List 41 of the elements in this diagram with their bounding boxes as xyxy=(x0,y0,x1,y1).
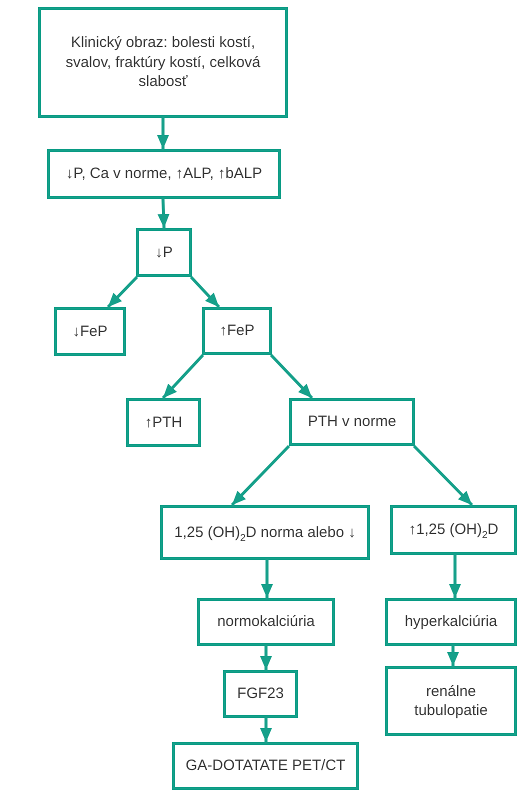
process-box xyxy=(385,666,517,736)
arrow xyxy=(190,276,220,308)
process-box xyxy=(202,307,272,355)
box-text: ↑FeP xyxy=(219,321,254,341)
process-box xyxy=(38,7,288,118)
arrow xyxy=(260,718,272,742)
process-box xyxy=(197,598,335,646)
process-box xyxy=(126,398,201,447)
arrow xyxy=(270,354,314,400)
arrow xyxy=(260,646,272,670)
box-text: Klinický obraz: bolesti kostí, svalov, fraktúry kostí, celková slabosť xyxy=(64,33,262,92)
box-text: renálne tubulopatie xyxy=(413,682,489,720)
process-box xyxy=(54,307,126,356)
box-text: ↓P, Ca v norme, ↑ALP, ↑bALP xyxy=(66,164,262,184)
process-box xyxy=(160,505,370,560)
arrow xyxy=(261,560,273,598)
process-box xyxy=(289,398,415,446)
process-box xyxy=(47,149,281,199)
arrow xyxy=(447,646,459,666)
arrow xyxy=(157,118,169,149)
process-box xyxy=(223,670,298,718)
arrow xyxy=(106,276,138,308)
arrow xyxy=(230,444,290,506)
box-text: 1,25 (OH)$_{2}$D norma alebo ↓ xyxy=(174,522,356,542)
arrow xyxy=(158,198,170,228)
process-box xyxy=(136,228,192,277)
process-box xyxy=(172,742,359,790)
box-text: ↑1,25 (OH)$_{2}$D xyxy=(408,520,498,540)
box-text: ↓P xyxy=(155,242,173,262)
box-text: ↑PTH xyxy=(144,412,182,432)
process-box xyxy=(385,598,517,646)
box-text: FGF23 xyxy=(237,684,284,704)
box-text: GA-DOTATATE PET/CT xyxy=(186,756,346,776)
box-text: hyperkalciúria xyxy=(404,612,498,632)
box-text: normokalciúria xyxy=(217,612,315,632)
arrow xyxy=(162,354,204,400)
box-text: PTH v norme xyxy=(308,412,396,432)
arrow xyxy=(449,555,461,598)
process-box xyxy=(390,505,517,555)
arrow xyxy=(412,444,474,506)
box-text: ↓FeP xyxy=(72,322,108,342)
